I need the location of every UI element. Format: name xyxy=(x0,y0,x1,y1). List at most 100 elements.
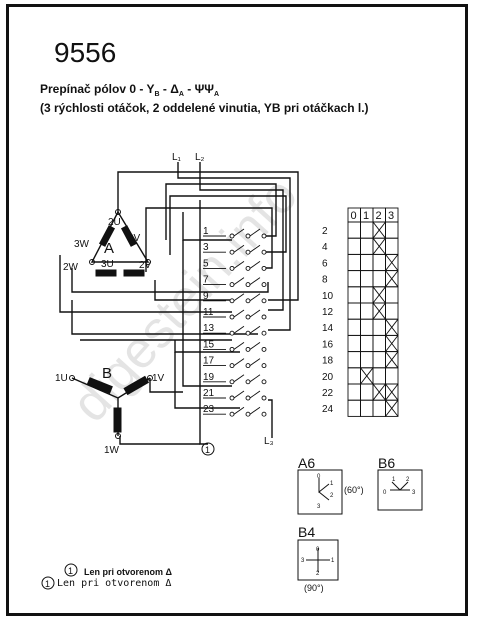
svg-text:0: 0 xyxy=(317,474,321,480)
contact-blade xyxy=(233,374,245,383)
contact-label-17: 17 xyxy=(203,356,215,367)
table-cell xyxy=(360,253,374,272)
terminal-2w: 2W xyxy=(63,262,79,273)
svg-text:2: 2 xyxy=(316,571,320,577)
table-cell xyxy=(385,302,399,320)
contact-terminal xyxy=(261,233,267,239)
svg-text:(60°): (60°) xyxy=(344,485,364,495)
contact-terminal xyxy=(261,395,267,401)
svg-text:1: 1 xyxy=(331,558,335,564)
table-header-0: 0 xyxy=(351,210,357,222)
table-cell xyxy=(347,399,361,417)
table-cross xyxy=(385,383,399,401)
table-row-label-8: 8 xyxy=(322,275,328,286)
contact-terminal xyxy=(245,265,251,271)
svg-text:3: 3 xyxy=(412,490,416,496)
table-cell xyxy=(385,221,399,239)
table-cross xyxy=(360,367,374,385)
contact-blade xyxy=(233,342,245,350)
contact-blade xyxy=(233,390,245,399)
table-cross xyxy=(385,351,399,369)
table-row-label-4: 4 xyxy=(322,242,328,253)
contact-terminal xyxy=(229,233,235,239)
contact-terminal xyxy=(245,233,251,239)
page-frame xyxy=(6,4,468,616)
winding-a-label: A xyxy=(104,240,114,257)
table-cell xyxy=(347,318,361,336)
table-row-label-22: 22 xyxy=(322,388,334,399)
contact-terminal xyxy=(245,282,251,288)
contact-blade xyxy=(249,374,261,383)
contact-label-19: 19 xyxy=(203,372,215,383)
contact-label-15: 15 xyxy=(203,339,215,350)
table-row-label-14: 14 xyxy=(322,323,334,334)
contact-label-7: 7 xyxy=(203,275,209,286)
table-cell xyxy=(360,302,374,320)
contact-terminal xyxy=(245,395,251,401)
table-cross xyxy=(372,286,386,304)
supply-l2: L₂ xyxy=(195,152,205,163)
svg-text:A6: A6 xyxy=(298,455,315,471)
contact-blade xyxy=(233,309,245,318)
table-cross xyxy=(372,237,386,255)
table-cell xyxy=(372,334,386,353)
table-header-1: 1 xyxy=(363,210,369,222)
svg-text:2: 2 xyxy=(406,477,410,483)
contact-label-21: 21 xyxy=(203,388,215,399)
table-cell xyxy=(372,367,386,385)
table-row-label-10: 10 xyxy=(322,291,334,302)
contact-terminal xyxy=(261,379,267,385)
table-cell xyxy=(385,237,399,255)
contact-blade xyxy=(249,244,261,253)
contact-terminal xyxy=(229,395,235,401)
table-cell xyxy=(372,270,386,288)
contact-blade xyxy=(249,390,261,399)
table-row-label-24: 24 xyxy=(322,404,334,415)
terminal-3v: 3V xyxy=(128,233,141,244)
svg-text:B6: B6 xyxy=(378,455,395,471)
contact-blade xyxy=(249,293,261,302)
table-cross xyxy=(385,254,399,271)
table-cell xyxy=(347,237,361,255)
table-row-label-2: 2 xyxy=(322,226,328,237)
contact-terminal xyxy=(261,346,267,352)
table-cell xyxy=(360,399,374,417)
contact-terminal xyxy=(261,298,267,304)
contact-terminal xyxy=(245,379,251,385)
table-cell xyxy=(360,334,374,353)
table-cross xyxy=(372,383,386,401)
table-cell xyxy=(385,286,399,304)
terminal-1v: 1V xyxy=(152,373,165,384)
contact-terminal xyxy=(229,363,235,369)
terminal-3w: 3W xyxy=(74,239,90,250)
contact-terminal xyxy=(245,346,251,352)
contact-terminal xyxy=(245,314,251,320)
contact-label-3: 3 xyxy=(203,242,209,253)
table-cross xyxy=(385,399,399,417)
supply-l3: L₃ xyxy=(264,436,274,447)
contact-blade xyxy=(233,406,245,415)
svg-text:1: 1 xyxy=(68,566,73,576)
svg-text:0: 0 xyxy=(316,547,320,553)
contact-terminal xyxy=(261,265,267,271)
table-cross xyxy=(385,318,399,336)
note-marker-diagram: 1 xyxy=(201,442,215,456)
table-cell xyxy=(347,351,361,369)
contact-terminal xyxy=(261,411,267,417)
table-cell xyxy=(347,367,361,385)
contact-terminal xyxy=(261,330,267,336)
svg-text:1: 1 xyxy=(45,579,50,589)
contact-terminal xyxy=(245,249,251,255)
diagram-subtitle: (3 rýchlosti otáčok, 2 oddelené vinutia,… xyxy=(40,101,369,115)
table-cell xyxy=(347,334,361,353)
contact-blade xyxy=(233,261,245,269)
footnote-plain: 1 Len pri otvorenom Δ xyxy=(41,576,171,590)
table-cell xyxy=(347,270,361,288)
contact-blade xyxy=(249,406,261,415)
table-cross xyxy=(372,221,386,239)
svg-text:3: 3 xyxy=(301,558,305,564)
table-cell xyxy=(372,351,386,369)
contact-label-5: 5 xyxy=(203,258,209,269)
